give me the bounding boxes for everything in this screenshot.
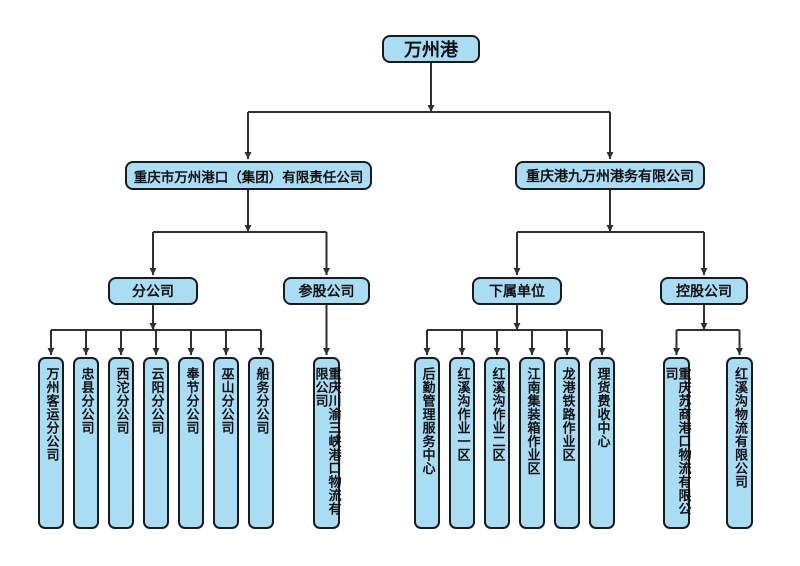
node-group-chongqing-gangjiu-wanzhou: 重庆港九万州港务有限公司 xyxy=(515,161,705,190)
node-category-branch-companies: 分公司 xyxy=(108,277,198,305)
unit-label: 船务分公司 xyxy=(253,367,269,435)
unit-label: 巫山分公司 xyxy=(218,367,234,435)
node-unit-branch-5: 奉节分公司 xyxy=(178,357,204,529)
node-category-subordinate-units: 下属单位 xyxy=(472,277,562,305)
node-category-equity-companies: 参股公司 xyxy=(283,277,370,305)
node-unit-subordinate-5: 龙港铁路作业区 xyxy=(554,357,580,529)
unit-label: 红溪沟作业二区 xyxy=(489,367,505,462)
node-group-chongqing-wanzhou-port-group: 重庆市万州港口（集团）有限责任公司 xyxy=(125,161,372,190)
node-unit-equity-1: 重庆川渝三峡港口物流有限公司 xyxy=(312,357,341,529)
node-category-holding-companies: 控股公司 xyxy=(660,277,748,305)
node-unit-branch-3: 西沱分公司 xyxy=(108,357,134,529)
unit-label: 红溪沟作业一区 xyxy=(454,367,470,462)
unit-label: 重庆川渝三峡港口物流有限公司 xyxy=(312,367,341,516)
unit-label: 后勤管理服务中心 xyxy=(419,367,435,475)
node-unit-subordinate-4: 江南集装箱作业区 xyxy=(519,357,545,529)
node-unit-branch-4: 云阳分公司 xyxy=(143,357,169,529)
unit-label: 江南集装箱作业区 xyxy=(524,367,540,475)
node-unit-subordinate-2: 红溪沟作业一区 xyxy=(449,357,475,529)
node-unit-subordinate-6: 理货费收中心 xyxy=(589,357,615,529)
node-unit-branch-1: 万州客运分公司 xyxy=(38,357,64,529)
node-unit-holding-2: 红溪沟物流有限公司 xyxy=(726,357,753,529)
unit-label: 龙港铁路作业区 xyxy=(559,367,575,462)
unit-label: 西沱分公司 xyxy=(113,367,129,435)
unit-label: 重庆苏商港口物流有限公司 xyxy=(662,367,691,516)
unit-label: 万州客运分公司 xyxy=(43,367,59,462)
node-unit-branch-7: 船务分公司 xyxy=(248,357,274,529)
node-unit-holding-1: 重庆苏商港口物流有限公司 xyxy=(662,357,691,529)
connector xyxy=(47,63,743,355)
unit-label: 奉节分公司 xyxy=(183,367,199,435)
unit-label: 理货费收中心 xyxy=(594,367,610,448)
node-root: 万州港 xyxy=(382,35,480,63)
node-unit-subordinate-1: 后勤管理服务中心 xyxy=(414,357,440,529)
node-unit-branch-6: 巫山分公司 xyxy=(213,357,239,529)
node-unit-subordinate-3: 红溪沟作业二区 xyxy=(484,357,510,529)
unit-label: 红溪沟物流有限公司 xyxy=(732,367,747,489)
node-unit-branch-2: 忠县分公司 xyxy=(73,357,99,529)
unit-label: 云阳分公司 xyxy=(148,367,164,435)
unit-label: 忠县分公司 xyxy=(78,367,94,435)
